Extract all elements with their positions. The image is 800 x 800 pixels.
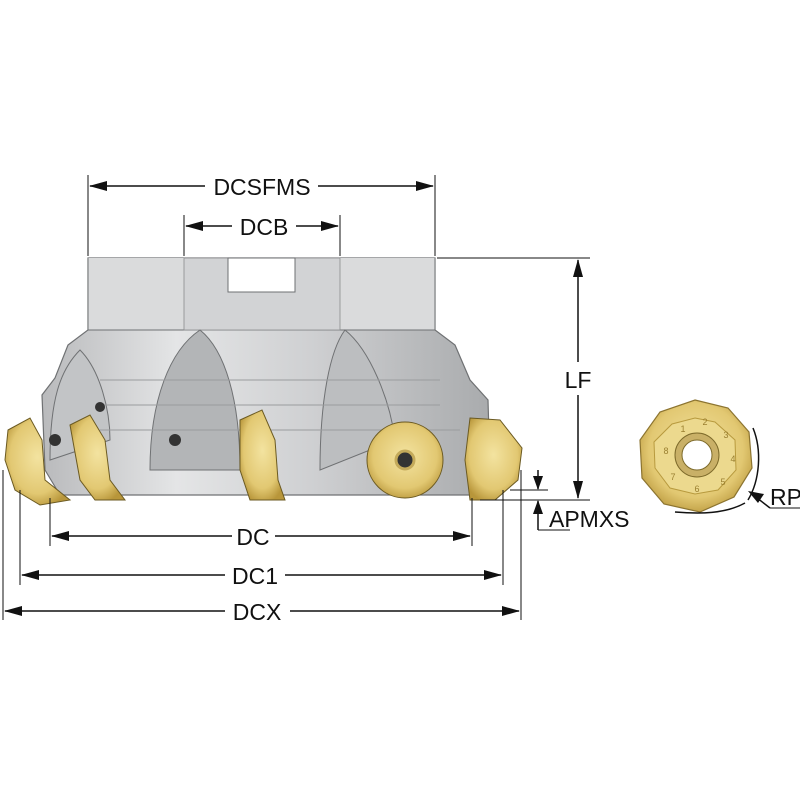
dimension-apmxs: APMXS bbox=[510, 470, 630, 532]
cutter-inserts bbox=[4, 409, 523, 506]
label-rp: RP bbox=[770, 484, 800, 510]
label-dc: DC bbox=[236, 524, 269, 550]
label-dc1: DC1 bbox=[232, 563, 278, 589]
edge-number: 2 bbox=[702, 417, 707, 427]
edge-number: 3 bbox=[723, 430, 728, 440]
label-dcb: DCB bbox=[240, 214, 289, 240]
dimension-dc: DC bbox=[49, 498, 473, 550]
dimension-dc1: DC1 bbox=[19, 490, 504, 589]
dimension-dcx: DCX bbox=[2, 470, 522, 625]
dimension-rp: RP bbox=[748, 484, 800, 510]
dimension-dcsfms: DCSFMS bbox=[87, 174, 436, 256]
edge-number: 8 bbox=[663, 446, 668, 456]
edge-number: 1 bbox=[680, 424, 685, 434]
edge-number: 4 bbox=[730, 454, 735, 464]
dimension-lf: LF bbox=[437, 257, 592, 501]
label-apmxs: APMXS bbox=[549, 506, 630, 532]
label-lf: LF bbox=[565, 367, 592, 393]
cutter-body bbox=[41, 257, 491, 496]
dimension-dcb: DCB bbox=[183, 214, 341, 256]
edge-number: 6 bbox=[694, 484, 699, 494]
insert-detail: 1 2 3 4 5 6 7 8 bbox=[639, 399, 760, 514]
label-dcx: DCX bbox=[233, 599, 282, 625]
edge-number: 5 bbox=[720, 477, 725, 487]
edge-number: 7 bbox=[670, 472, 675, 482]
label-dcsfms: DCSFMS bbox=[213, 174, 310, 200]
insert-edge-numbers: 1 2 3 4 5 6 7 8 bbox=[663, 417, 735, 494]
